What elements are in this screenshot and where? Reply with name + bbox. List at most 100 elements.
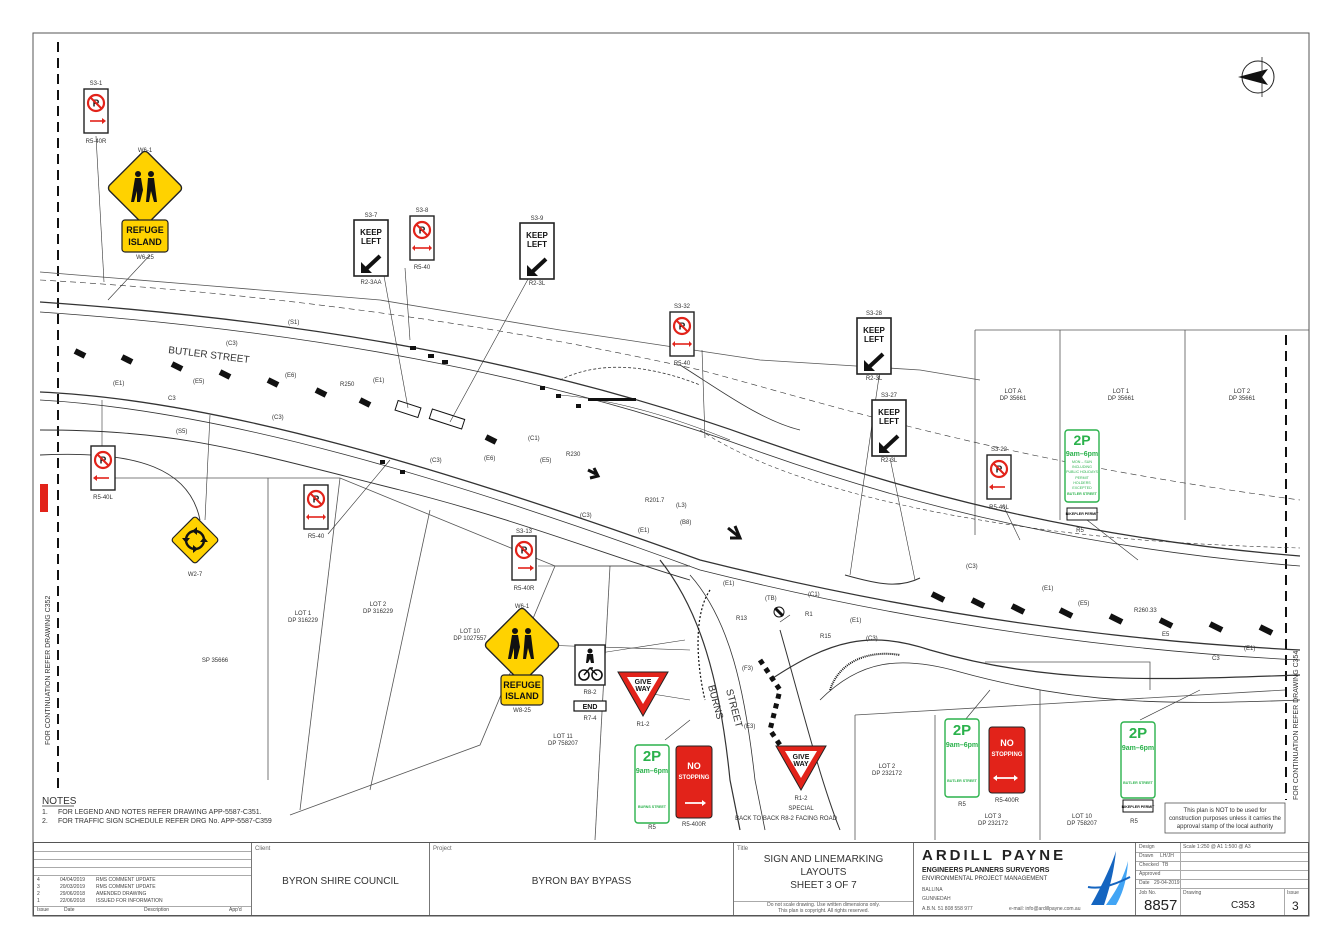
line-code: (E1) xyxy=(723,581,734,587)
sign-code: R5-40L xyxy=(93,495,113,501)
sign-text: REFUGE xyxy=(503,680,541,690)
sign-text: BIKEPLER PERMIT xyxy=(1122,805,1156,809)
sign-id: W6-1 xyxy=(515,604,530,610)
line-code: R1 xyxy=(805,612,813,618)
sign-code: R5-400R xyxy=(995,798,1020,804)
lot-dp: DP 232172 xyxy=(978,821,1009,827)
sign-text: LEFT xyxy=(864,335,884,344)
sign-id: S3-13 xyxy=(516,529,533,535)
disclaimer-text: This plan is NOT to be used for xyxy=(1184,808,1267,814)
lot-dp: DP 758207 xyxy=(1067,821,1098,827)
sign-text: 9am–6pm xyxy=(1066,451,1098,458)
sign-id: S3-32 xyxy=(674,304,691,310)
sign-text: MON – SUN xyxy=(1072,460,1092,464)
lot-label: LOT 1 xyxy=(1113,389,1130,395)
sign-text: PUBLIC HOLIDAYS xyxy=(1066,470,1098,474)
line-code: (L3) xyxy=(676,503,687,509)
lot-label: SP 35666 xyxy=(202,658,229,664)
line-code: (C3) xyxy=(966,564,978,570)
sign-text: HOLDERS xyxy=(1073,481,1091,485)
line-code: (E6) xyxy=(285,373,296,379)
issue-number: 3 xyxy=(1292,899,1299,913)
company-tagline: ENVIRONMENTAL PROJECT MANAGEMENT xyxy=(922,876,1048,882)
lot-dp: DP 316229 xyxy=(288,618,319,624)
line-code: R201.7 xyxy=(645,498,665,504)
sign-text: 2P xyxy=(953,722,971,739)
drawing-title: SIGN AND LINEMARKING xyxy=(763,854,884,865)
line-code: (C3) xyxy=(226,341,238,347)
sign-text: BUTLER STREET xyxy=(1067,492,1098,496)
sign-2p-c: 2P 9am–6pm BUTLER STREET BIKEPLER PERMIT… xyxy=(1120,721,1156,825)
company-logo-icon xyxy=(1087,851,1131,905)
info-label: Drawing xyxy=(1183,890,1202,896)
sign-code: R5-40R xyxy=(514,586,535,592)
street-name-burns-1: BURNS xyxy=(705,684,725,721)
drawn-by: LH/JH xyxy=(1160,853,1174,859)
sign-no-parking-mid: R5-40 xyxy=(302,483,330,540)
sign-pedestrian-warning-w6-1-b: W6-1 REFUGE ISLAND W8-25 xyxy=(483,604,561,714)
sign-keep-left-s3-27: S3-27 KEEP LEFT R2-3L xyxy=(870,393,908,464)
line-code: (E1) xyxy=(850,618,861,624)
offsheet-sign-fragment xyxy=(40,484,48,512)
line-code: (E1) xyxy=(638,528,649,534)
sign-text: 2P xyxy=(1073,432,1090,448)
sign-id: S3-22 xyxy=(991,447,1008,453)
sign-no-stopping-2: NO STOPPING R5-400R xyxy=(988,726,1026,804)
lot-dp: DP 35661 xyxy=(1229,396,1256,402)
client-cell: Client BYRON SHIRE COUNCIL xyxy=(252,843,430,915)
copyright-text: Do not scale drawing. Use written dimens… xyxy=(767,902,880,908)
sign-give-way-1: GIVE WAY R1-2 xyxy=(617,671,669,728)
sign-text: WAY xyxy=(793,761,809,768)
info-label: Drawn xyxy=(1139,853,1154,859)
note-number: 1. xyxy=(42,809,48,816)
line-code: E5 xyxy=(1162,632,1170,638)
lot-label: LOT 2 xyxy=(879,764,896,770)
line-code: (E5) xyxy=(1078,601,1089,607)
sign-no-parking-s3-32: S3-32 R5-40 xyxy=(668,304,696,367)
sign-code: R5 xyxy=(1130,819,1138,825)
sign-code: R5-40 xyxy=(308,534,325,540)
lot-label: LOT 1 xyxy=(295,611,312,617)
company-abn: A.B.N. 51 808 558 977 xyxy=(922,906,973,912)
road-geometry xyxy=(39,279,1301,831)
line-code: (E6) xyxy=(484,456,495,462)
notes-heading: NOTES xyxy=(42,796,77,807)
line-code: (C1) xyxy=(528,436,540,442)
sign-code: W6-25 xyxy=(136,255,154,261)
sign-text: STOPPING xyxy=(992,752,1023,758)
drawing-date: 29-04-2019 xyxy=(1154,880,1180,886)
sign-no-stopping-1: NO STOPPING R5-400R xyxy=(675,745,713,828)
sign-code: R5-40R xyxy=(86,139,107,145)
sign-text: LEFT xyxy=(879,417,899,426)
line-code: (B8) xyxy=(680,520,691,526)
sign-code: R5-40 xyxy=(674,361,691,367)
sign-text: EXCEPTED xyxy=(1072,486,1092,490)
title-label: Title xyxy=(737,846,749,852)
notes: NOTES 1. FOR LEGEND AND NOTES REFER DRAW… xyxy=(42,796,272,825)
sign-text: ISLAND xyxy=(505,691,539,701)
lot-label: LOT 2 xyxy=(370,602,387,608)
traffic-islands xyxy=(394,399,901,762)
north-arrow-icon xyxy=(1238,57,1275,97)
line-code: (C3) xyxy=(866,636,878,642)
line-code: R230 xyxy=(566,452,581,458)
continuation-left: FOR CONTINUATION REFER DRAWING C352 xyxy=(45,596,52,745)
lot-label: LOT A xyxy=(1005,389,1022,395)
sign-code: R2-3AA xyxy=(360,280,381,286)
sign-text: BUTLER STREET xyxy=(1123,781,1154,785)
note-text: FOR LEGEND AND NOTES REFER DRAWING APP-5… xyxy=(58,809,262,816)
lot-dp: DP 232172 xyxy=(872,771,903,777)
lot-dp: DP 35661 xyxy=(1000,396,1027,402)
sign-text: ISLAND xyxy=(128,237,162,247)
sign-text: LEFT xyxy=(527,240,547,249)
disclaimer-text: approval stamp of the local authority xyxy=(1177,824,1273,830)
line-code: (S5) xyxy=(176,429,187,435)
line-code: C3 xyxy=(168,396,176,402)
sign-text: 2P xyxy=(1129,725,1147,742)
sign-id: S3-1 xyxy=(90,81,103,87)
copyright-text: This plan is copyright. All rights reser… xyxy=(778,908,869,914)
company-email: e-mail: info@ardillpayne.com.au xyxy=(1009,906,1081,912)
disclaimer-text: construction purposes unless it carries … xyxy=(1169,816,1282,822)
sign-2p-b: 2P 9am–6pm BUTLER STREET R5 xyxy=(944,718,980,808)
